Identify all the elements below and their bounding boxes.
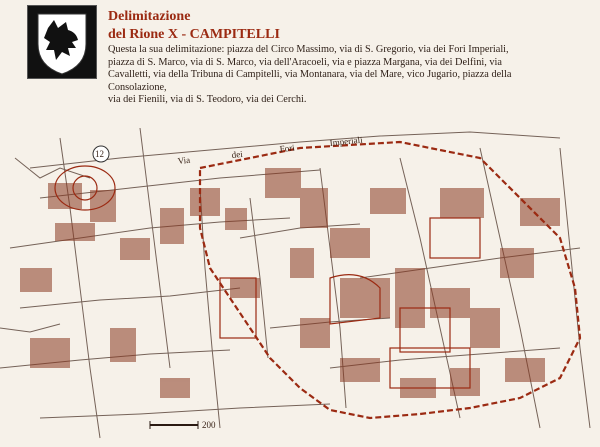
rione-boundary [198,140,582,420]
street-label: dei [231,149,243,160]
page-title: Delimitazione del Rione X - CAMPITELLI [108,8,280,44]
street-label: Via [177,155,190,166]
building-blocks [20,168,560,398]
description-line: Cavalletti, via della Tribuna di Campite… [108,69,512,81]
ruins-outlines [54,165,481,389]
description-line: piazza di S. Marco, via di S. Marco, via… [108,56,502,68]
street-label: Imperiali [329,135,363,148]
title-line-2: del Rione X - CAMPITELLI [108,27,280,42]
description-line: Questa la sua delimitazione: piazza del … [108,44,509,55]
rione-map: Via dei Fori Imperiali 12 200 [0,128,600,447]
map-marker: 12 [92,145,110,163]
rione-crest [28,6,96,78]
map-svg: Via dei Fori Imperiali 12 200 [0,128,591,439]
wolf-head-shield-icon [28,6,96,78]
description-line: via dei Fienili, via di S. Teodoro, via … [108,94,307,106]
boundary-description: Questa la sua delimitazione: piazza del … [108,44,593,107]
scale-bar: 200 [149,420,216,430]
street-label: Fori [279,142,295,154]
description-line: Consolazione, [108,81,167,93]
scale-label: 200 [202,420,216,430]
title-line-1: Delimitazione [108,9,191,24]
marker-label: 12 [95,149,104,159]
